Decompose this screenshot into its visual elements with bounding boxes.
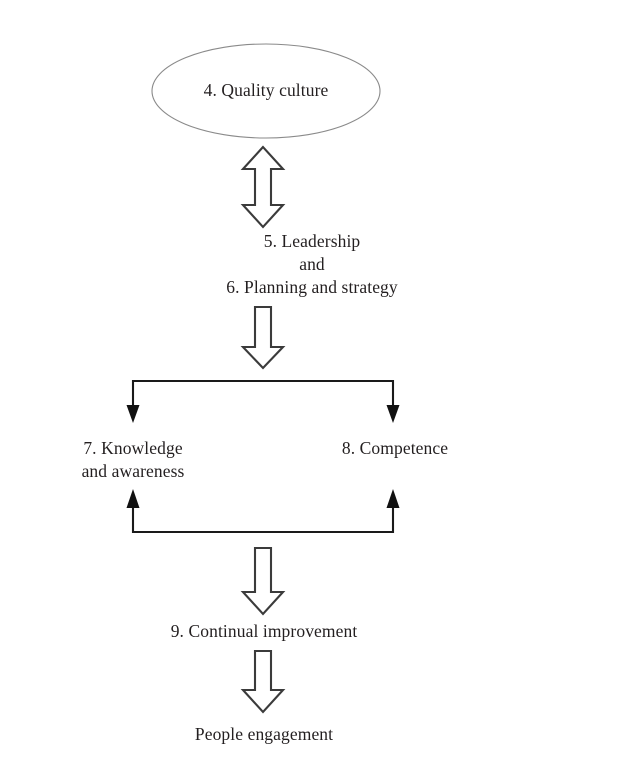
connector-branch-split-down xyxy=(126,379,400,423)
node-label-people-engagement: People engagement xyxy=(194,724,334,744)
block-arrow-down-continual-people xyxy=(240,649,286,714)
node-label-quality-culture: 4. Quality culture xyxy=(203,80,329,100)
node-label-competence: 8. Competence xyxy=(341,438,449,458)
node-label-leadership-planning: 5. Leadership and 6. Planning and strate… xyxy=(226,231,398,297)
connector-return-split-up xyxy=(126,489,400,534)
node-label-continual-improvement: 9. Continual improvement xyxy=(170,621,358,641)
block-arrow-down-leadership-branch xyxy=(240,305,286,370)
block-arrow-bidirectional-quality-leadership xyxy=(240,145,286,229)
ellipse-quality-culture xyxy=(151,43,381,139)
block-arrow-down-return-continual xyxy=(240,546,286,616)
node-label-knowledge: 7. Knowledge and awareness xyxy=(81,438,185,481)
